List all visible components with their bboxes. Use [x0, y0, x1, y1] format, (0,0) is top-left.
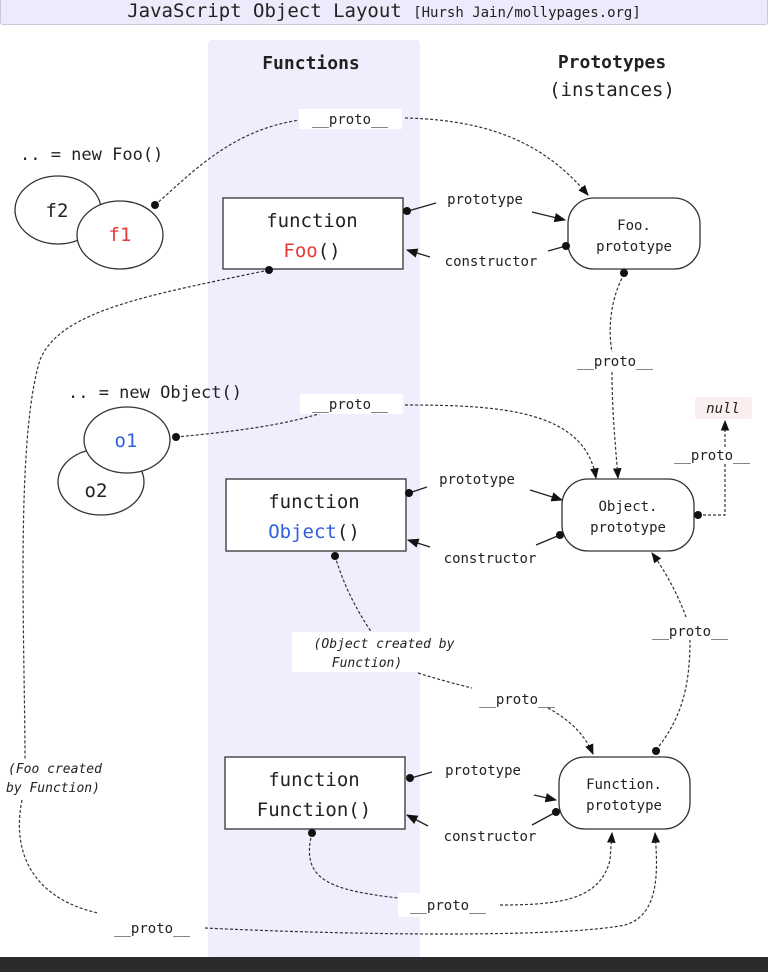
foo-constructor-label: constructor	[445, 254, 538, 270]
instance-f1-label: f1	[109, 224, 132, 246]
footer-bar	[0, 957, 768, 972]
objproto-proto-link-a	[698, 462, 726, 516]
instance-o1[interactable]	[83, 406, 171, 474]
object-fn-proto-label: __proto__	[479, 692, 555, 708]
function-proto-dot	[308, 829, 316, 837]
function-fn-proto-label: __proto__	[410, 898, 486, 914]
object-fn-proto-link-a	[334, 555, 373, 634]
function-prototype-line1: Function.	[586, 777, 662, 793]
title-text: JavaScript Object Layout	[127, 0, 402, 22]
function-foo-keyword: function	[266, 210, 358, 232]
f1-proto-label: __proto__	[312, 112, 388, 128]
function-function-box[interactable]	[224, 756, 406, 830]
object-created-note-line2: Function)	[332, 656, 402, 671]
functions-column-header: Functions	[262, 53, 360, 74]
object-instances-caption: .. = new Object()	[68, 383, 242, 403]
object-constructor-arrow-a	[535, 534, 561, 546]
function-foo-parens: ()	[318, 240, 341, 262]
o1-proto-link-a	[175, 409, 331, 438]
instance-o1-label: o1	[115, 430, 138, 452]
function-function-name: Function()	[257, 799, 371, 821]
f1-proto-link-b	[404, 117, 589, 196]
f1-proto-link-a	[154, 119, 301, 206]
function-prototype-arrow-b	[533, 793, 558, 803]
foo-fn-proto-label: __proto__	[114, 921, 190, 937]
object-created-note-line1: (Object created by	[314, 637, 455, 652]
object-prototype-label: prototype	[439, 472, 515, 488]
function-object-box[interactable]	[225, 478, 407, 552]
foo-prototype-arrow-b	[531, 211, 567, 223]
o1-proto-label: __proto__	[312, 397, 388, 413]
object-proto-dot	[331, 552, 339, 560]
foo-instances-caption: .. = new Foo()	[20, 145, 163, 165]
function-fn-proto-link-a	[308, 832, 399, 899]
object-prototype-node[interactable]	[561, 478, 695, 552]
prototypes-column-header: Prototypes	[558, 52, 666, 73]
foo-prototype-arrow-a	[407, 202, 437, 212]
function-prototype-node[interactable]	[558, 756, 691, 830]
object-constructor-arrow-b	[406, 538, 431, 548]
function-fn-proto-link-b	[499, 831, 616, 906]
prototypes-column-subheader: (instances)	[549, 79, 675, 101]
fooproto-proto-label: __proto__	[577, 354, 653, 370]
o1-proto-dot	[172, 433, 180, 441]
funcproto-proto-label: __proto__	[652, 624, 728, 640]
funcproto-constructor-dot	[552, 808, 560, 816]
foo-prototype-line1: Foo.	[617, 218, 651, 234]
foo-created-note-line2: by Function)	[6, 781, 100, 796]
foo-prototype-dot	[403, 207, 411, 215]
o1-proto-link-b	[404, 404, 599, 480]
function-function-keyword: function	[268, 769, 360, 791]
object-prototype-arrow-b	[529, 489, 564, 502]
foo-prototype-label: prototype	[447, 192, 523, 208]
function-constructor-label: constructor	[444, 829, 537, 845]
object-fn-proto-link-b	[417, 672, 473, 689]
object-fn-proto-link-c	[547, 707, 594, 755]
function-constructor-arrow-a	[531, 811, 557, 826]
function-prototype-dot	[406, 774, 414, 782]
null-node-label: null	[706, 401, 740, 417]
svg-text:Foo(): Foo()	[283, 240, 340, 262]
funcproto-proto-link-b	[651, 552, 687, 618]
function-prototype-line2: prototype	[586, 798, 662, 814]
objproto-proto-dot	[694, 511, 702, 519]
fooproto-proto-link-b	[611, 371, 622, 480]
objproto-constructor-dot	[556, 531, 564, 539]
object-prototype-line1: Object.	[598, 499, 657, 515]
foo-created-note-line1: (Foo created	[8, 762, 102, 777]
instance-f2-label: f2	[46, 200, 69, 222]
foo-prototype-line2: prototype	[596, 239, 672, 255]
function-prototype-label: prototype	[445, 763, 521, 779]
svg-text:Object(): Object()	[268, 521, 360, 543]
instance-f1[interactable]	[76, 200, 164, 270]
object-prototype-line2: prototype	[590, 520, 666, 536]
title-bar: JavaScript Object Layout [Hursh Jain/mol…	[0, 0, 768, 25]
function-foo-name: Foo	[283, 240, 317, 262]
function-constructor-arrow-b	[405, 814, 429, 827]
objproto-proto-label: __proto__	[674, 448, 750, 464]
funcproto-proto-dot	[652, 747, 660, 755]
foo-fn-proto-link-c	[204, 831, 661, 935]
null-node-bg	[695, 397, 752, 419]
funcproto-proto-link-a	[655, 639, 691, 751]
instance-o2-label: o2	[85, 480, 108, 502]
function-prototype-arrow-a	[410, 771, 433, 779]
function-object-name: Object	[268, 521, 337, 543]
f1-proto-dot	[151, 201, 159, 209]
foo-fn-proto-link-a	[22, 269, 270, 761]
fooproto-constructor-dot	[562, 242, 570, 250]
title-credit: [Hursh Jain/mollypages.org]	[413, 5, 641, 21]
foo-fn-proto-link-b	[18, 799, 99, 914]
foo-proto-dot	[265, 266, 273, 274]
function-object-keyword: function	[268, 491, 360, 513]
function-object-parens: ()	[337, 521, 360, 543]
function-foo-box[interactable]	[222, 197, 404, 270]
object-constructor-label: constructor	[444, 551, 537, 567]
object-prototype-dot	[405, 489, 413, 497]
fooproto-proto-link-a	[609, 273, 625, 353]
fooproto-proto-dot	[620, 269, 628, 277]
foo-constructor-arrow-b	[405, 248, 431, 258]
foo-prototype-node[interactable]	[567, 197, 701, 270]
